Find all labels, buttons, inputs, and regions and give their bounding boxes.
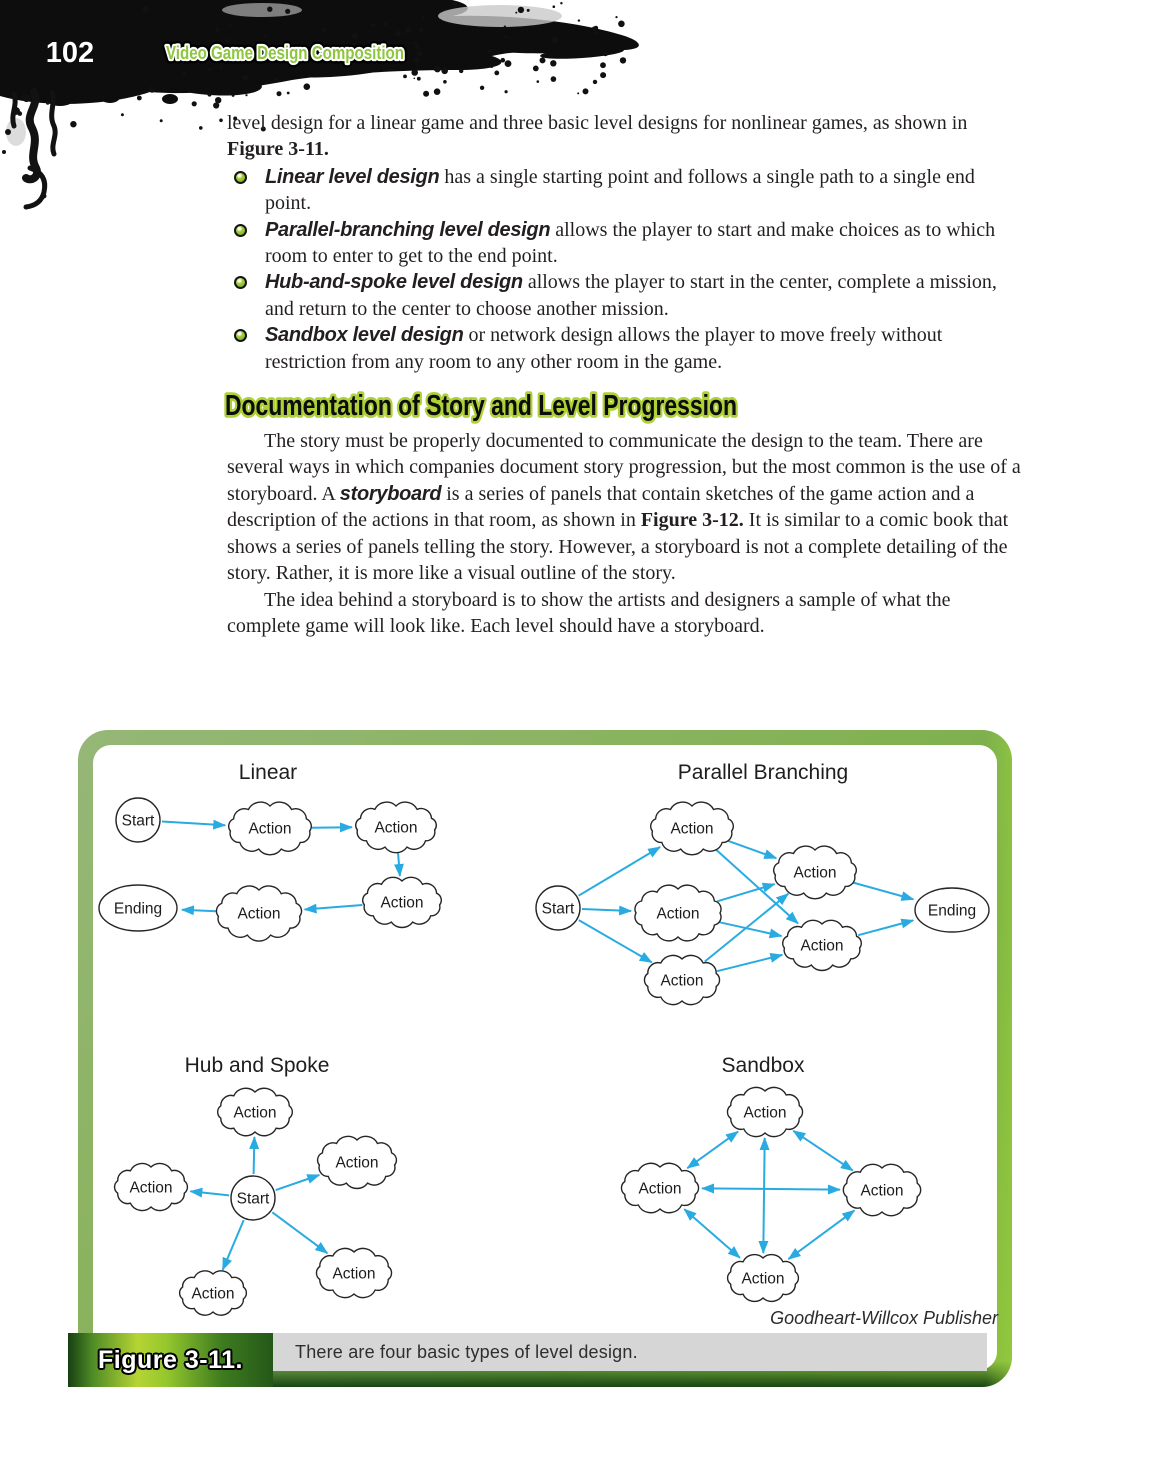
text-segment: Figure 3-11. [227, 138, 329, 161]
text-segment: It is similar to a comic book that shows… [227, 509, 1009, 585]
section-heading: Documentation of Story and Level Progres… [223, 387, 740, 425]
bullet-item: Parallel-branching level design allows t… [227, 217, 1025, 270]
bullet-item: Linear level design has a single startin… [227, 164, 1025, 217]
bullet-item: Sandbox level design or network design a… [227, 322, 1025, 375]
title-blob [137, 30, 433, 74]
figure-label: Figure 3-11. [68, 1333, 273, 1387]
text-column: level design for a linear game and three… [223, 110, 1025, 639]
figure-caption-text: There are four basic types of level desi… [295, 1341, 638, 1362]
bullet-term: Parallel-branching level design [265, 218, 551, 241]
figure-label-text: Figure 3-11. [98, 1345, 243, 1374]
bullet-text: or network design allows the player to m… [265, 324, 943, 373]
text-segment: storyboard [339, 482, 442, 505]
bullet-term: Linear level design [265, 165, 440, 188]
bullet-text: allows the player to start in the center… [265, 271, 997, 320]
body-paragraph-2: The idea behind a storyboard is to show … [227, 588, 951, 637]
ink-drip [2, 88, 58, 210]
figure-credit: Goodheart-Willcox Publisher [770, 1308, 998, 1328]
body-paragraph-1: The story must be properly documented to… [227, 428, 1025, 586]
figure-canvas [93, 745, 997, 1370]
figure-frame [78, 730, 1012, 1387]
section-heading-text: Documentation of Story and Level Progres… [225, 390, 737, 422]
text-segment: is a series of panels that contain sketc… [227, 482, 975, 532]
bullet-term: Hub-and-spoke level design [265, 271, 523, 294]
text-segment: Figure 3-12. [640, 509, 744, 532]
bullet-item: Hub-and-spoke level design allows the pl… [227, 269, 1025, 322]
splatter-shapes [0, 0, 639, 106]
text-segment: The story must be properly documented to… [227, 430, 1021, 505]
text-segment: level design for a linear game and three… [227, 112, 968, 134]
header-title: Video Game Design Composition [166, 43, 404, 63]
bullet-text: allows the player to start and make choi… [265, 218, 996, 268]
bullet-text: has a single starting point and follows … [265, 165, 975, 215]
bullet-list: Linear level design has a single startin… [227, 164, 1025, 375]
header-title-outline: Video Game Design Composition [166, 43, 404, 63]
intro-paragraph: level design for a linear game and three… [227, 110, 1025, 163]
figure-caption-bar: There are four basic types of level desi… [273, 1333, 987, 1371]
page-number: 102 [46, 37, 94, 69]
bullet-term: Sandbox level design [265, 324, 464, 347]
